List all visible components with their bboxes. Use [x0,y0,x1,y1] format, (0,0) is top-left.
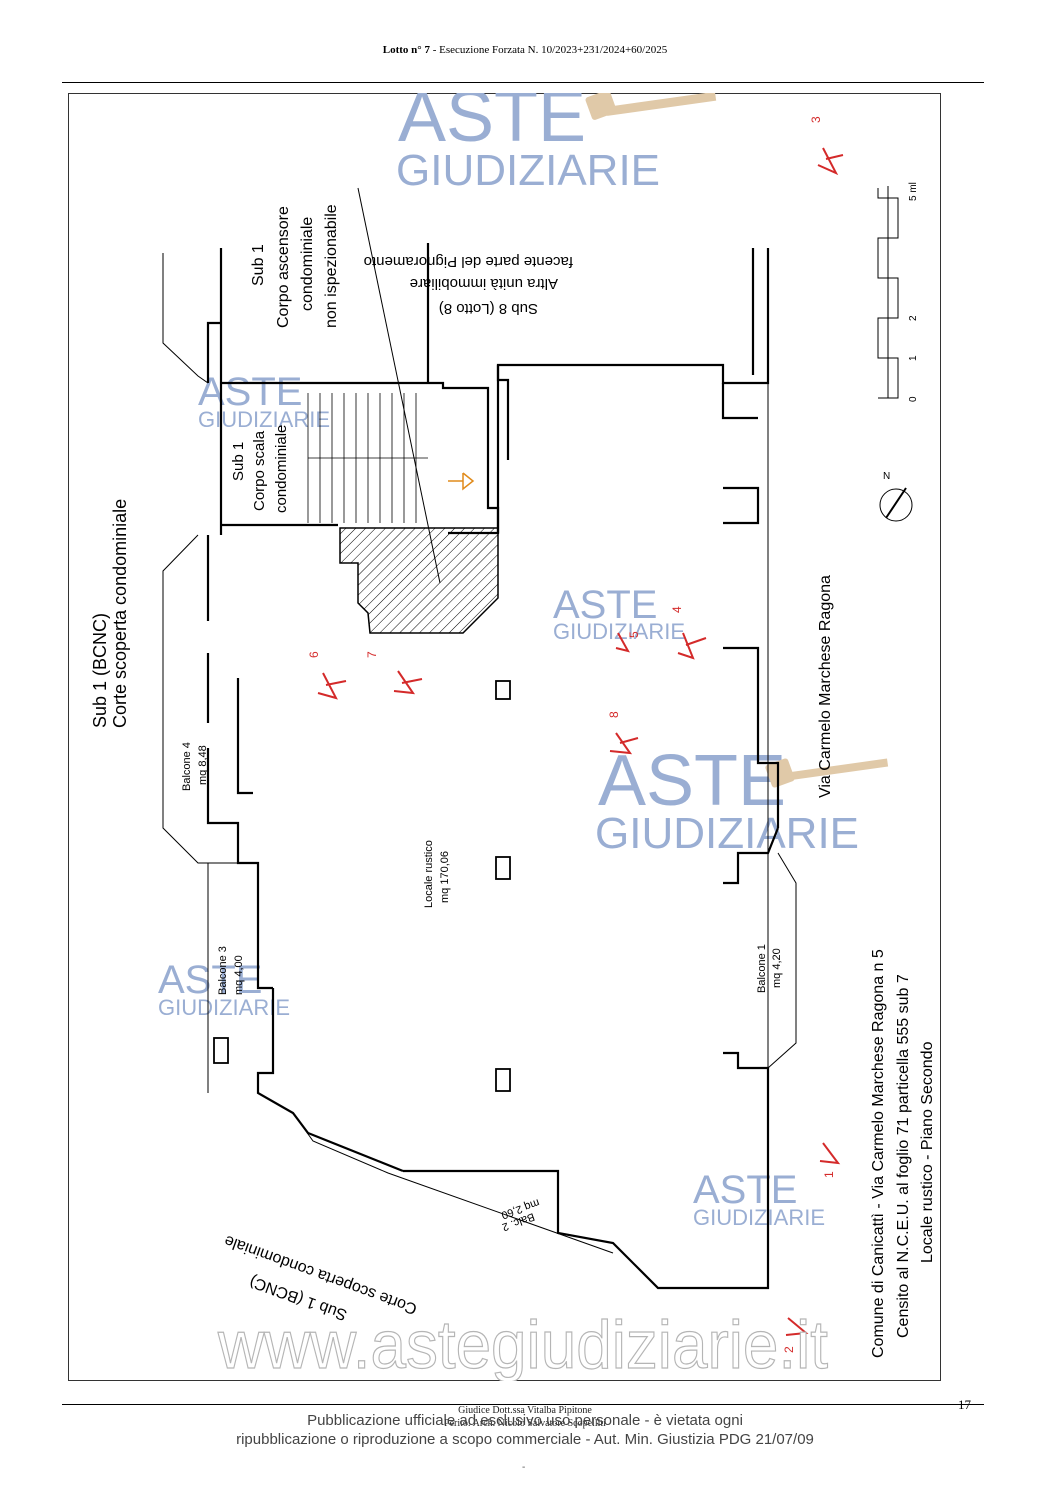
watermark-giudiziarie: GIUDIZIARIE [158,995,290,1020]
pillars [213,680,511,1092]
scale-label: 5 ml [908,182,919,201]
watermark-aste: ASTE [693,1168,797,1212]
watermark-giudiziarie: GIUDIZIARIE [396,146,660,195]
photo-point-5-icon [615,632,630,653]
photo-point-3-icon [817,147,844,176]
photo-points [317,147,844,1336]
balcone3-name: Balcone 3 [217,946,229,995]
watermark-small-3: ASTE GIUDIZIARIE [693,1168,825,1230]
photo-point-8-icon [609,732,639,755]
stair-treads [307,393,428,523]
title-line2: Censito al N.C.E.U. al foglio 71 partice… [895,974,912,1338]
photo-point-6-label: 6 [307,651,321,658]
photo-point-1-label: 1 [822,1171,836,1178]
esecuzione-label: - Esecuzione Forzata N. 10/2023+231/2024… [429,44,668,56]
watermark-giudiziarie: GIUDIZIARIE [693,1205,825,1230]
watermark-aste: ASTE [398,93,586,157]
balcone1-name: Balcone 1 [756,944,768,993]
balcone1-area: mq 4,20 [771,948,783,988]
scala-line3: condominiale [273,425,290,513]
watermark-small-2: ASTE GIUDIZIARIE [158,958,290,1020]
page-header: Lotto n° 7 - Esecuzione Forzata N. 10/20… [0,44,1050,56]
photo-point-1-icon [819,1142,841,1165]
photo-point-numbers: 3 4 5 6 7 8 1 2 [307,116,836,1353]
watermark-small-4: ASTE GIUDIZIARIE [198,370,330,432]
watermark-aste: ASTE [198,370,302,414]
photo-point-2-label: 2 [782,1346,796,1353]
footer-dash: - [522,1462,526,1473]
scale-bar: 5 ml 0 1 2 [877,182,919,402]
gavel-icon [765,758,889,788]
watermark-top: ASTE GIUDIZIARIE [396,93,717,195]
floor-plan: ASTE GIUDIZIARIE ASTE GIUDIZIARIE ASTE G… [90,93,936,1381]
locale-area: mq 170,06 [439,851,451,903]
watermark-mid: ASTE GIUDIZIARIE [595,741,889,858]
ascensore-line1: Sub 1 [250,244,267,286]
header-rule [62,82,984,83]
walls [206,243,780,1290]
watermark-giudiziarie: GIUDIZIARIE [595,809,859,858]
corte-lines [162,248,797,1288]
photo-point-7-label: 7 [365,651,379,658]
watermark-url: www.astegiudiziarie.it [217,1307,828,1381]
corte-left-line1: Sub 1 (BCNC) [90,613,110,728]
scale-tick-1: 1 [908,355,919,361]
watermark-giudiziarie: GIUDIZIARIE [198,407,330,432]
watermark-aste: ASTE [158,958,262,1002]
footer-giudice: Giudice Dott.ssa Vitalba Pipitone [458,1405,592,1416]
balcone3-area: mq 4,00 [233,955,245,995]
page-number: 17 [958,1397,971,1412]
hatched-area [339,527,499,634]
photo-point-8-label: 8 [607,711,621,718]
lotto-label: Lotto n° 7 [382,44,430,56]
sub8-line1: Sub 8 (Lotto 8) [439,300,538,317]
ascensore-line2: Corpo ascensore [275,206,292,328]
footer-pub-line2: ripubblicazione o riproduzione a scopo c… [236,1431,814,1448]
photo-point-4-label: 4 [670,606,684,613]
ascensore-line4: non ispezionabile [323,204,340,328]
scale-tick-2: 2 [908,315,919,321]
footer-pub-line1: Pubblicazione ufficiale ad esclusivo uso… [307,1412,743,1429]
watermark-aste: ASTE [598,741,786,821]
watermark-giudiziarie: GIUDIZIARIE [553,619,685,644]
scala-line1: Sub 1 [230,442,247,481]
photo-point-6-icon [317,672,347,700]
corte-left-line2: Corte scoperta condominiale [110,499,130,728]
photo-point-3-label: 3 [809,116,823,123]
watermark-aste: ASTE [553,583,657,627]
balcone4-name: Balcone 4 [181,742,193,791]
scale-tick-0: 0 [908,396,919,402]
leader-line [357,187,441,584]
north-label: N [883,471,890,482]
gavel-icon [585,93,717,120]
plan-frame [68,93,941,1381]
entrance-arrow-icon [448,472,475,491]
photo-point-4-icon [677,632,707,660]
street-label: Via Carmelo Marchese Ragona [817,575,834,798]
scala-line2: Corpo scala [251,430,268,511]
watermark-small-1: ASTE GIUDIZIARIE [553,583,685,644]
locale-name: Locale rustico [423,840,435,908]
balcone4-area: mq 8,48 [197,745,209,785]
title-line3: Locale rustico - Piano Secondo [919,1041,936,1263]
sub8-line3: facente parte del Pignoramento [364,253,573,270]
photo-point-2-icon [785,1317,809,1336]
title-line1: Comune di Canicattì - Via Carmelo Marche… [870,949,887,1358]
photo-point-5-label: 5 [627,631,641,638]
sub8-line2: Altra unità immobiliare [410,275,558,292]
north-arrow-icon: N [879,471,913,522]
footer-rule [62,1404,984,1405]
photo-point-7-icon [393,670,423,695]
ascensore-line3: condominiale [299,217,316,311]
footer-perito: Perito: Arch. Nicolò Salvatore Scopellit… [444,1418,606,1429]
